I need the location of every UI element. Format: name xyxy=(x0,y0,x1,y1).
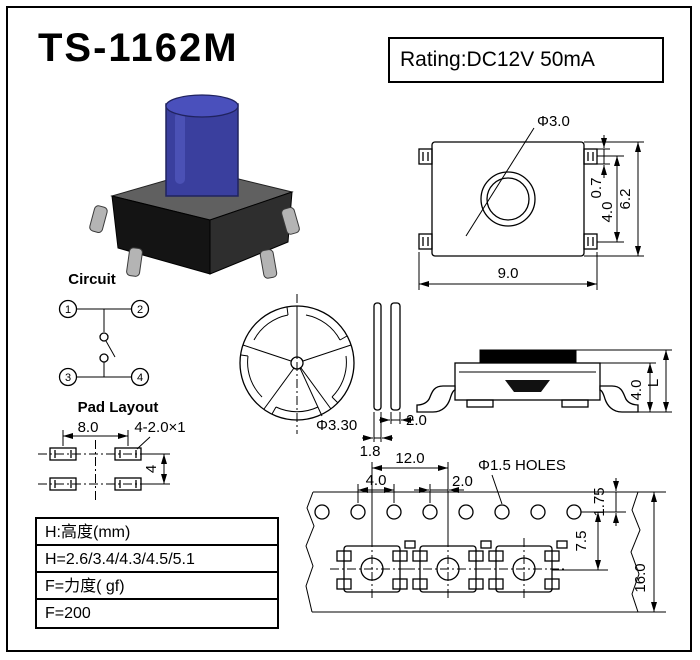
spec-table: H:高度(mm) H=2.6/3.4/4.3/4.5/5.1 F=力度( gf)… xyxy=(35,517,279,629)
dim-label-pad-pitch: 8.0 xyxy=(78,419,99,436)
circuit-label: Circuit xyxy=(68,271,116,288)
dim-label-dome-left: 1.8 xyxy=(360,443,381,460)
dome-top-view: Φ3.30 xyxy=(239,294,357,434)
side-view-drawing: 4.0 L xyxy=(416,349,672,413)
dim-label-knob-diameter: Φ3.0 xyxy=(537,113,570,130)
dim-label-side-body-height: 4.0 xyxy=(628,380,645,401)
tape-layout-drawing: 12.0 4.0 2.0 Φ1.5 HOLES 1.75 7.5 xyxy=(305,450,666,613)
pin-3-label: 3 xyxy=(65,372,71,384)
switch-photo xyxy=(89,94,300,279)
tape-pockets xyxy=(330,538,566,600)
spec-row-f-value: F=200 xyxy=(45,605,91,622)
dim-label-stub: 0.7 xyxy=(588,178,605,199)
lead xyxy=(281,207,300,235)
page-border xyxy=(6,6,692,652)
pin-4 xyxy=(130,367,150,387)
pin-2-label: 2 xyxy=(137,304,143,316)
pad-layout-label: Pad Layout xyxy=(78,399,159,416)
dome-side-view: 2.0 1.8 xyxy=(360,302,427,460)
dim-label-pocket-pitch: 12.0 xyxy=(395,450,424,467)
dim-label-pad-vertical: 4 xyxy=(143,465,160,473)
circuit-diagram: Circuit 1 2 3 4 xyxy=(58,271,150,387)
spec-row-h-label: H:高度(mm) xyxy=(37,519,277,546)
pin-2 xyxy=(130,299,150,319)
lead xyxy=(259,249,278,279)
dim-label-holes: Φ1.5 HOLES xyxy=(478,457,566,474)
pin-1 xyxy=(58,299,78,319)
dim-label-dome-right: 2.0 xyxy=(406,412,427,429)
top-view-drawing: Φ3.0 9.0 0.7 4.0 6.2 xyxy=(418,113,644,290)
dim-label-tape-width: 16.0 xyxy=(632,563,649,592)
dim-label-side-total-height: L xyxy=(645,379,662,387)
rating-text: Rating:DC12V 50mA xyxy=(400,48,595,71)
dim-label-pitch: 4.0 xyxy=(599,202,616,223)
pad-layout-drawing: Pad Layout 8.0 4-2.0×1 4 xyxy=(38,399,186,500)
pin-3 xyxy=(58,367,78,387)
lead xyxy=(126,247,143,277)
dim-label-hole-pitch: 4.0 xyxy=(366,472,387,489)
dim-label-center: 7.5 xyxy=(573,531,590,552)
part-number-title: TS-1162M xyxy=(38,26,239,70)
dim-label-dome-hole: Φ3.30 xyxy=(316,417,357,434)
spec-row-f-label: F=力度( gf) xyxy=(37,573,277,600)
rating-box: Rating:DC12V 50mA xyxy=(388,37,664,83)
lead xyxy=(89,205,108,233)
pin-4-label: 4 xyxy=(137,372,143,384)
terminal-stubs xyxy=(418,148,598,250)
dim-label-edge: 1.75 xyxy=(591,487,608,516)
dim-label-pad-size: 4-2.0×1 xyxy=(134,419,185,436)
pin-1-label: 1 xyxy=(65,304,71,316)
dim-label-body: 6.2 xyxy=(617,189,634,210)
dim-label-width: 9.0 xyxy=(498,265,519,282)
spec-row-h-values: H=2.6/3.4/4.3/4.5/5.1 xyxy=(37,546,277,573)
dim-label-offset: 2.0 xyxy=(452,473,473,490)
